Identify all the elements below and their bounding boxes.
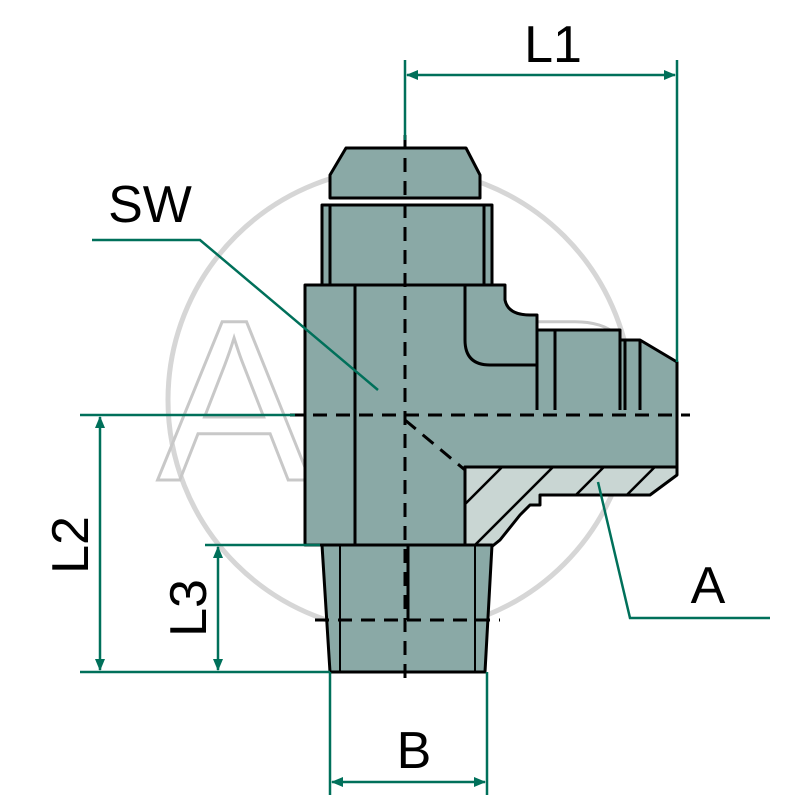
label-l2: L2 — [42, 516, 100, 574]
leader-a — [596, 481, 770, 620]
dimension-lines — [80, 60, 770, 795]
fitting-body — [303, 146, 679, 674]
label-l1: L1 — [524, 16, 582, 74]
label-l3: L3 — [160, 579, 218, 637]
label-a: A — [691, 557, 726, 615]
center-lines — [290, 135, 690, 685]
label-b: B — [397, 722, 432, 780]
leader-sw — [92, 238, 379, 391]
label-sw: SW — [108, 176, 192, 234]
